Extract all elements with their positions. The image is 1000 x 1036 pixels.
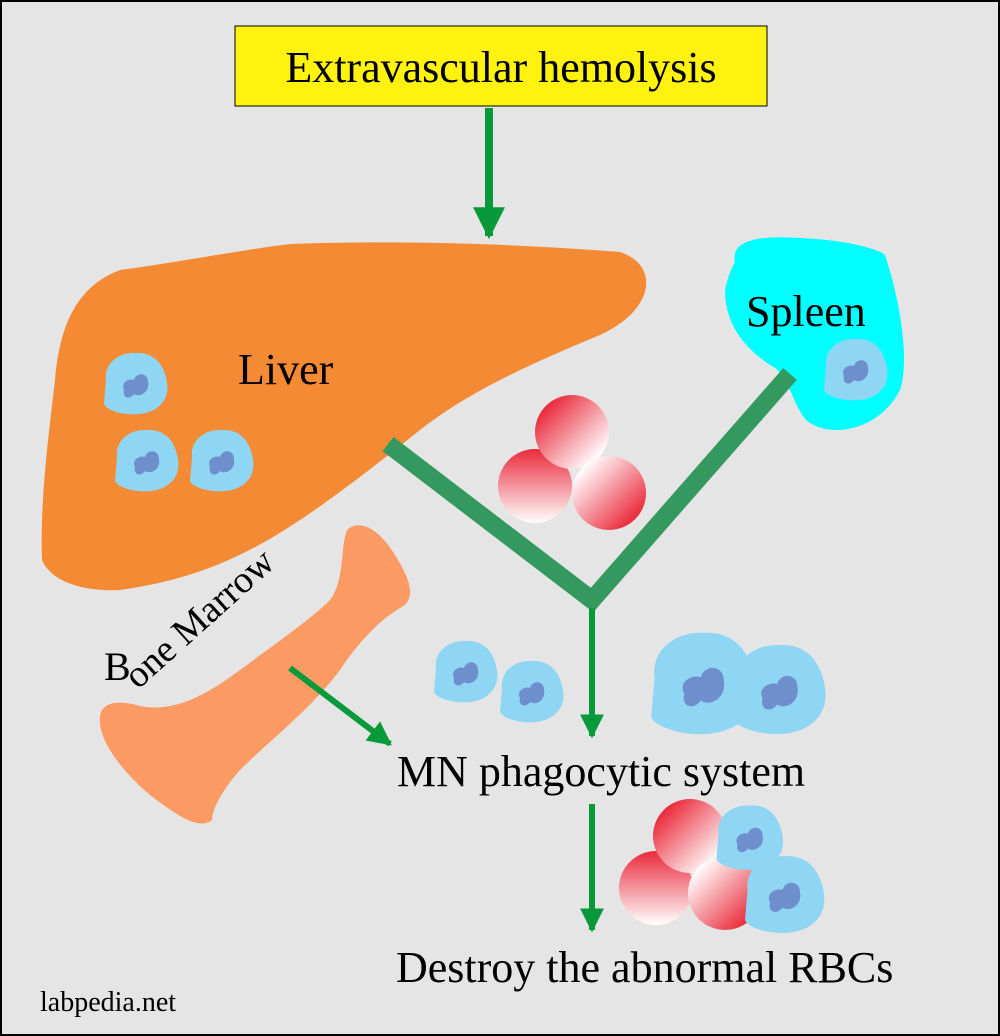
organ-connector — [382, 368, 797, 613]
title-text: Extravascular hemolysis — [285, 43, 716, 92]
title-box: Extravascular hemolysis — [234, 25, 768, 107]
watermark: labpedia.net — [40, 987, 176, 1018]
bone-marrow-shape — [99, 525, 411, 824]
spleen-label: Spleen — [746, 287, 866, 336]
rbc — [572, 456, 646, 530]
outcome-label: Destroy the abnormal RBCs — [396, 943, 893, 992]
liver-macrophage — [190, 429, 254, 492]
arrow-bone-marrow-to-mn — [288, 665, 392, 747]
liver-macrophage — [104, 352, 168, 415]
spleen-macrophage — [824, 338, 888, 401]
rbc-cluster-top — [498, 395, 646, 530]
bone-marrow-label-initial: B — [104, 644, 131, 689]
rbc-macrophage-cluster — [619, 799, 825, 933]
macrophage — [733, 644, 826, 735]
rbc — [653, 799, 727, 873]
liver-label: Liver — [238, 345, 334, 394]
rbc — [535, 395, 609, 469]
macrophage — [434, 640, 498, 703]
mn-system-label: MN phagocytic system — [397, 747, 805, 796]
liver-macrophage — [115, 429, 179, 492]
rbc — [688, 856, 762, 930]
rbc — [498, 449, 572, 523]
liver-shape — [41, 242, 647, 591]
macrophage — [500, 660, 564, 723]
macrophage — [745, 856, 825, 933]
title-box-bg — [234, 25, 768, 107]
